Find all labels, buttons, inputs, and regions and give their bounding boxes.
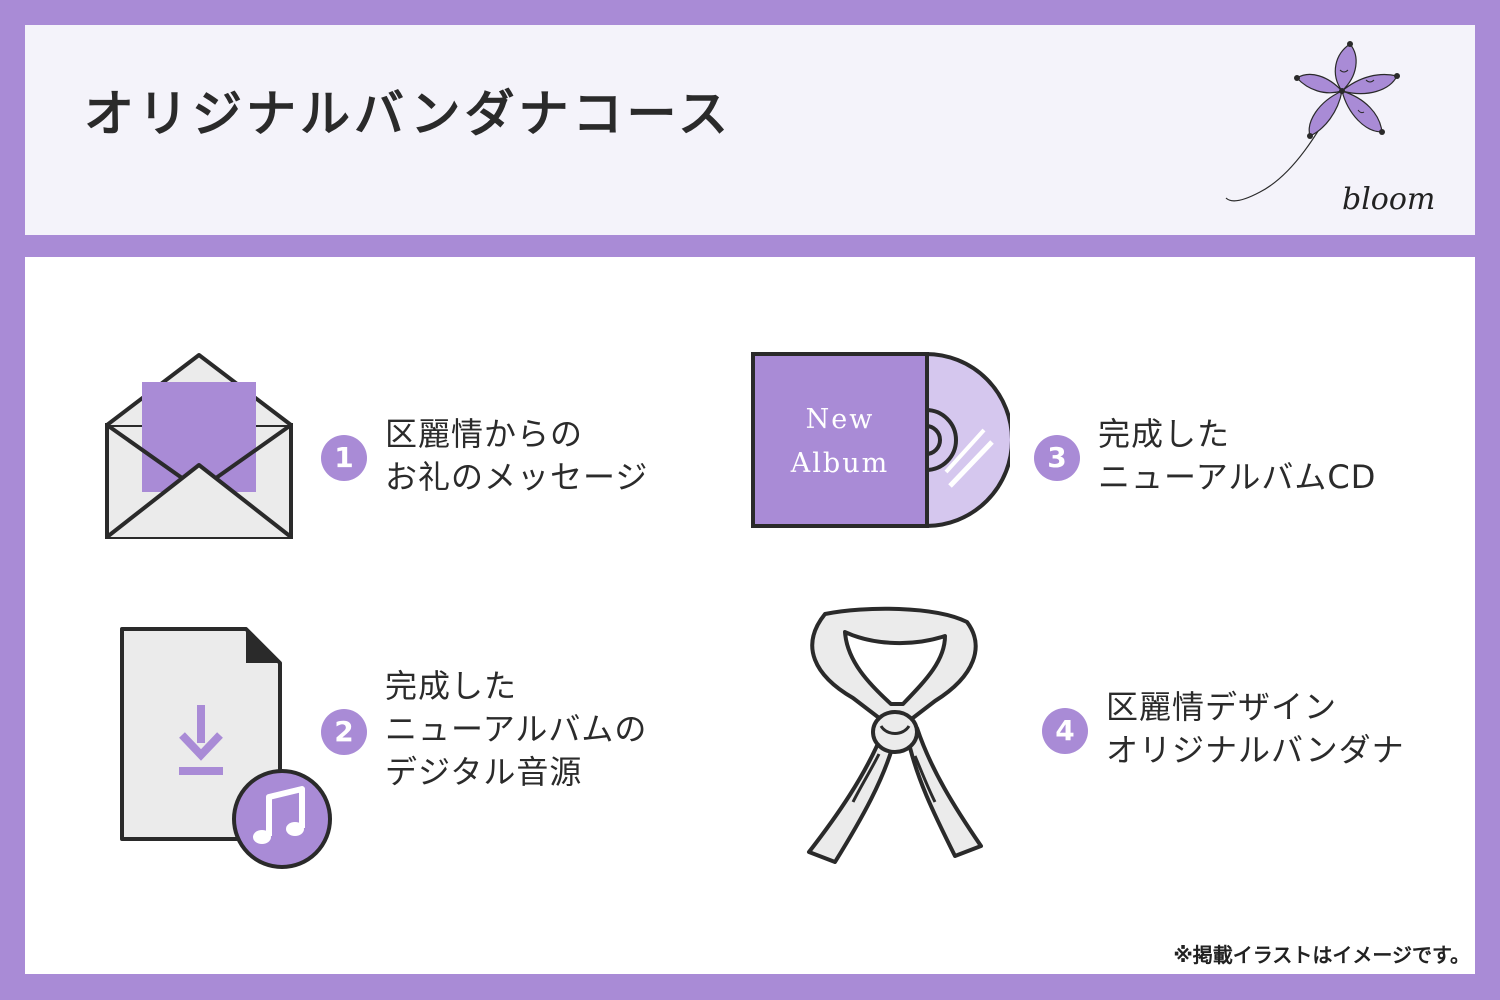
header-panel — [25, 25, 1475, 235]
bandana-icon — [807, 606, 983, 864]
item-description: 完成した ニューアルバムの デジタル音源 — [385, 665, 647, 794]
item-description: 区麗情デザイン オリジナルバンダナ — [1106, 686, 1405, 772]
item-number-badge: 4 — [1042, 708, 1088, 754]
album-cd-icon: New Album — [751, 351, 1010, 529]
item-line: お礼のメッセージ — [385, 458, 649, 496]
music-download-icon — [120, 627, 332, 869]
item-number-badge: 2 — [321, 709, 367, 755]
bloom-flower-logo — [1225, 41, 1400, 202]
album-label: New — [806, 404, 875, 435]
item-line: 完成した — [1098, 415, 1231, 453]
item-number-badge: 3 — [1034, 435, 1080, 481]
item-number-badge: 1 — [321, 435, 367, 481]
envelope-icon — [105, 353, 293, 539]
item-line: ニューアルバムCD — [1098, 458, 1377, 496]
logo-wordmark: bloom — [1342, 182, 1436, 217]
item-line: ニューアルバムの — [385, 710, 648, 748]
page-title: オリジナルバンダナコース — [84, 84, 732, 143]
item-line: 区麗情からの — [385, 415, 584, 453]
item-line: デジタル音源 — [385, 753, 583, 791]
item-line: 区麗情デザイン — [1106, 688, 1338, 726]
image-disclaimer-note: ※掲載イラストはイメージです。 — [1173, 943, 1470, 967]
item-line: 完成した — [385, 667, 518, 705]
item-description: 完成した ニューアルバムCD — [1098, 413, 1376, 499]
album-label: Album — [790, 448, 889, 479]
item-line: オリジナルバンダナ — [1106, 731, 1405, 769]
item-description: 区麗情からの お礼のメッセージ — [385, 413, 648, 499]
